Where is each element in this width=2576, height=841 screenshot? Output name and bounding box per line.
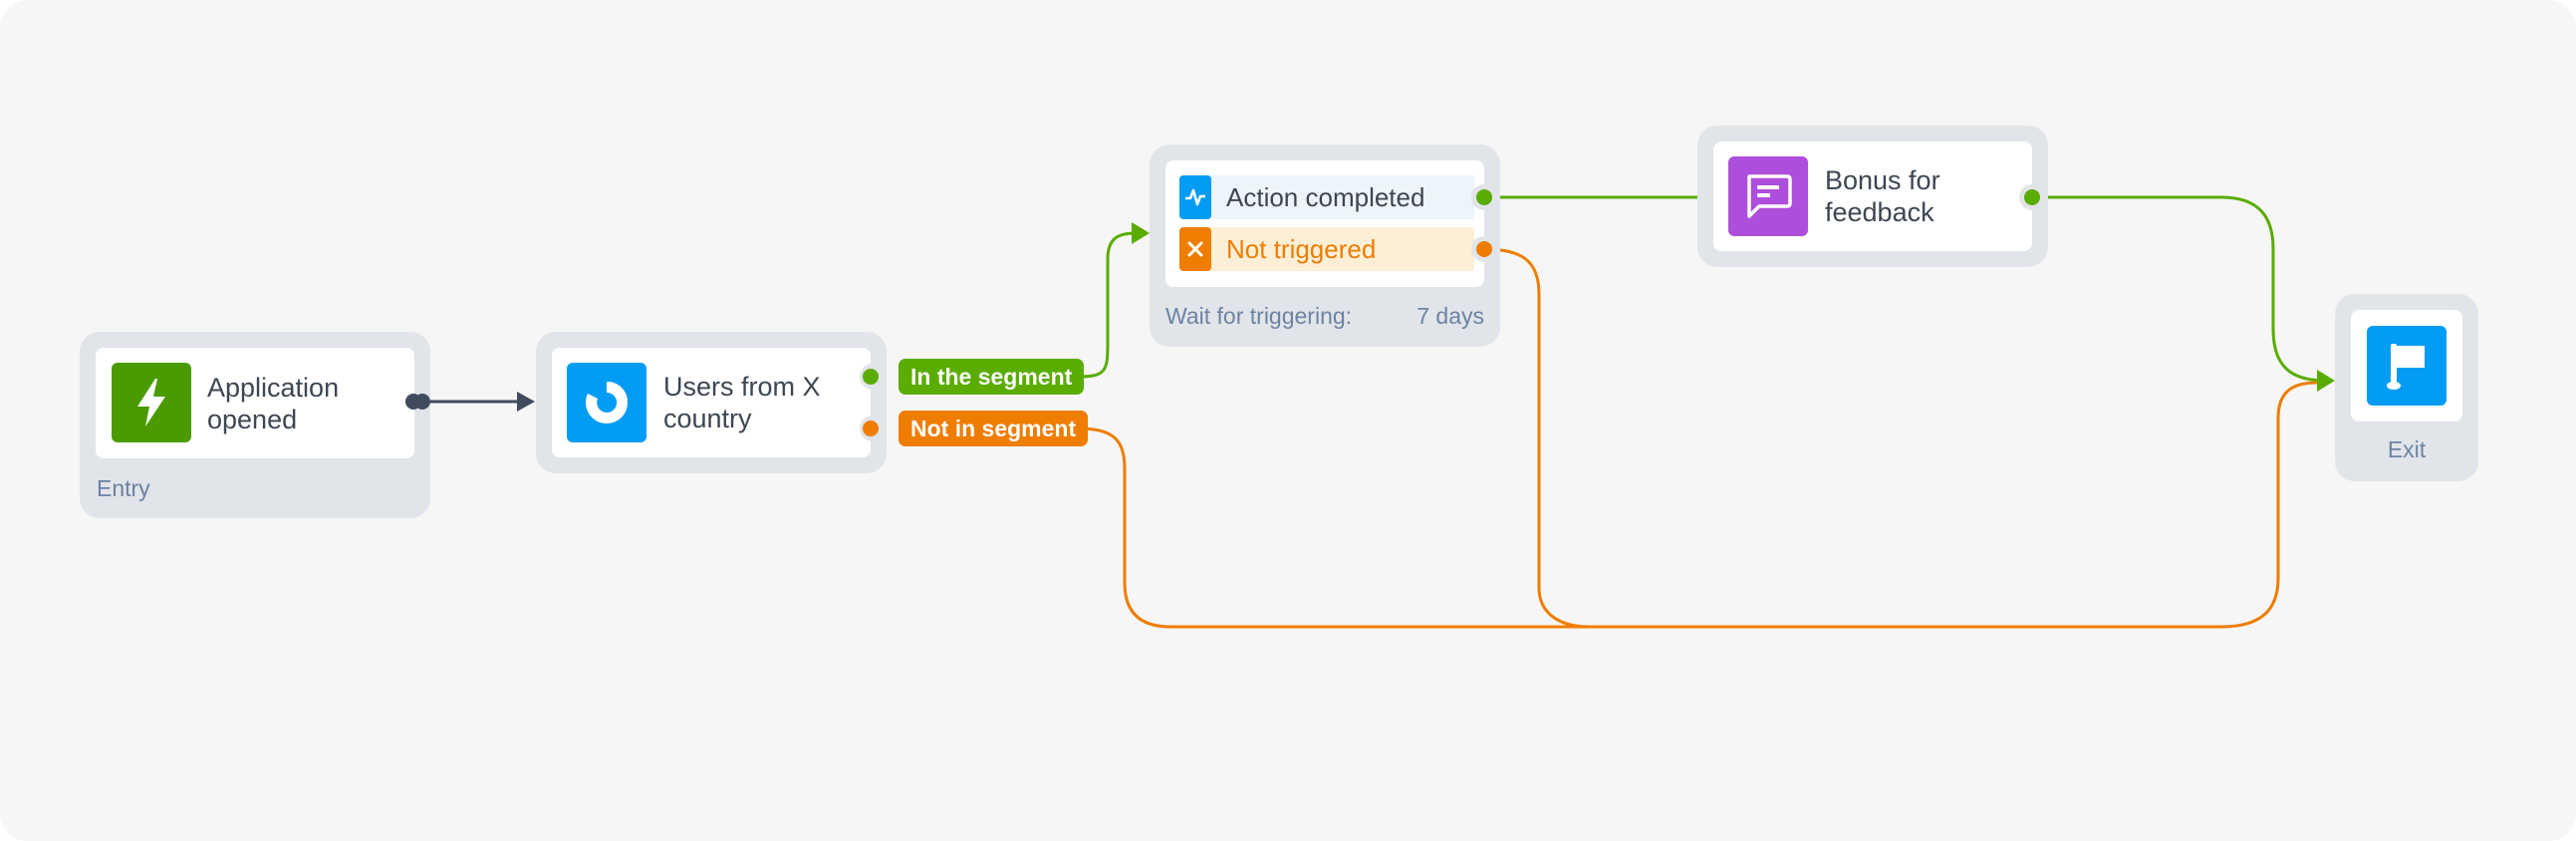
edge-not-triggered-to-exit — [1483, 247, 1590, 629]
exit-card — [2351, 310, 2462, 421]
segment-title: Users from X country — [663, 372, 821, 433]
option-action-completed[interactable]: Action completed — [1179, 175, 1474, 219]
exit-caption: Exit — [2387, 436, 2427, 462]
wait-no-port[interactable] — [1476, 241, 1492, 257]
entry-caption: Entry — [97, 475, 150, 501]
wait-duration: 7 days — [1417, 303, 1484, 329]
bonus-output-port[interactable] — [2024, 189, 2040, 205]
option-not-triggered[interactable]: Not triggered — [1179, 227, 1474, 271]
branch-not-in-segment[interactable]: Not in segment — [899, 411, 1089, 446]
branch-in-segment[interactable]: In the segment — [899, 359, 1085, 395]
edge-not-in-segment-to-exit — [1078, 381, 2318, 629]
segment-card: Users from X country — [552, 348, 871, 457]
bonus-title: Bonus for feedback — [1825, 165, 1940, 227]
wait-card: Action completed Not triggered — [1165, 160, 1484, 287]
arrowhead-exit — [2317, 370, 2335, 392]
entry-card: Application opened — [96, 348, 414, 458]
segment-yes-port[interactable] — [863, 369, 879, 385]
entry-node[interactable]: Application opened Entry — [80, 332, 430, 518]
segment-node[interactable]: Users from X country — [536, 332, 887, 473]
wait-caption: Wait for triggering: — [1165, 303, 1353, 329]
edge-in-segment-to-wait — [1078, 231, 1148, 379]
close-icon — [1179, 227, 1211, 271]
bonus-card: Bonus for feedback — [1713, 141, 2032, 251]
exit-node[interactable]: Exit — [2335, 294, 2478, 481]
arrowhead-segment — [517, 392, 535, 412]
message-icon — [1728, 156, 1808, 236]
arrowhead-wait — [1132, 222, 1150, 244]
entry-title: Application opened — [207, 373, 340, 434]
wait-node[interactable]: Action completed Not triggered Wait for … — [1150, 144, 1500, 347]
pie-chart-icon — [567, 363, 646, 442]
wait-yes-port[interactable] — [1476, 189, 1492, 205]
entry-output-port-2 — [414, 394, 430, 410]
option-no-label: Not triggered — [1226, 233, 1377, 264]
segment-no-port[interactable] — [863, 420, 879, 436]
edge-bonus-to-exit — [2032, 195, 2327, 383]
option-yes-label: Action completed — [1226, 181, 1425, 212]
flag-icon — [2367, 326, 2447, 406]
activity-icon — [1179, 175, 1211, 219]
lightning-icon — [112, 363, 191, 442]
bonus-node[interactable]: Bonus for feedback — [1697, 126, 2048, 267]
